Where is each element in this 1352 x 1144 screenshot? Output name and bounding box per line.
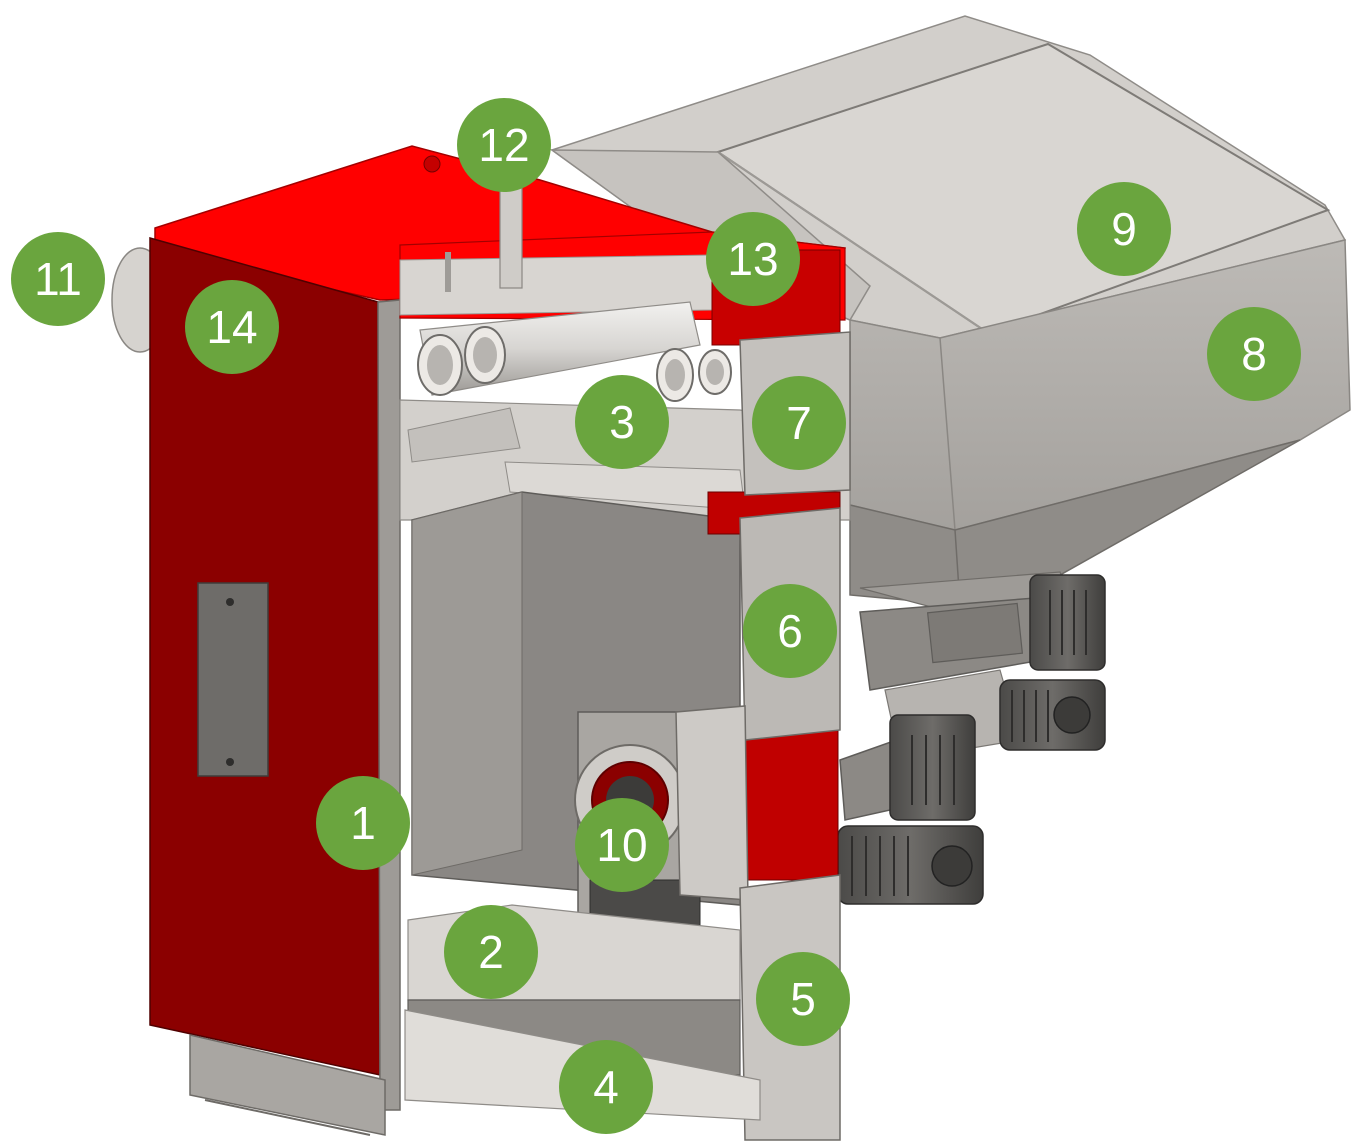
callout-marker-7: 7 <box>752 376 846 470</box>
callout-marker-6: 6 <box>743 584 837 678</box>
callout-marker-14: 14 <box>185 280 279 374</box>
callout-marker-5: 5 <box>756 952 850 1046</box>
heat-exchanger-tubes <box>417 301 732 402</box>
callout-marker-1: 1 <box>316 776 410 870</box>
callout-marker-13: 13 <box>706 212 800 306</box>
gear-motors <box>837 574 1106 905</box>
callout-marker-3: 3 <box>575 375 669 469</box>
callout-marker-12: 12 <box>457 98 551 192</box>
callout-marker-10: 10 <box>575 798 669 892</box>
callout-marker-8: 8 <box>1207 307 1301 401</box>
boiler-body <box>111 145 851 1141</box>
callout-marker-11: 11 <box>11 232 105 326</box>
callout-marker-9: 9 <box>1077 182 1171 276</box>
callout-marker-4: 4 <box>559 1040 653 1134</box>
callout-marker-2: 2 <box>444 905 538 999</box>
